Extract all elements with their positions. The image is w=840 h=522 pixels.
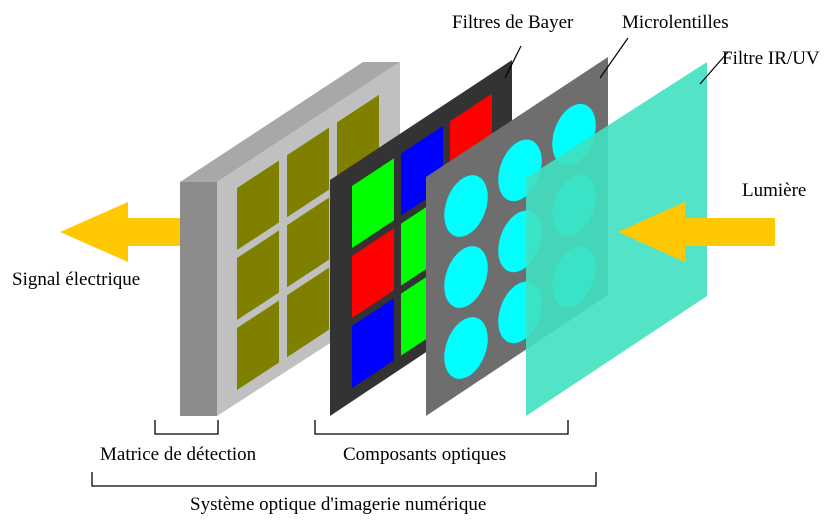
sensor-pixel xyxy=(287,127,329,218)
sensor-pixel xyxy=(237,230,279,320)
leader-line-microlenses xyxy=(599,37,629,79)
microlens xyxy=(444,175,488,237)
output-arrow xyxy=(60,202,182,262)
sensor-side-face xyxy=(180,182,217,416)
leader-line-ir-uv xyxy=(699,51,729,85)
bayer-cell xyxy=(352,298,394,388)
label-bayer-filters: Filtres de Bayer xyxy=(452,12,574,33)
microlens xyxy=(444,246,488,308)
microlens xyxy=(444,317,488,379)
label-light: Lumière xyxy=(742,180,807,201)
bracket-detection-matrix xyxy=(154,420,219,435)
label-optical-components: Composants optiques xyxy=(343,444,507,465)
sensor-pixel xyxy=(237,160,279,250)
ir-uv-filter-plate xyxy=(526,62,707,416)
bracket-optical-components xyxy=(314,420,569,435)
label-microlenses: Microlentilles xyxy=(622,12,729,33)
leader-line-bayer xyxy=(504,45,522,79)
label-ir-uv-filter: Filtre IR/UV xyxy=(722,48,820,69)
bayer-cell xyxy=(352,158,394,248)
label-electrical-signal: Signal électrique xyxy=(12,269,141,290)
label-detection-matrix: Matrice de détection xyxy=(100,444,257,465)
label-digital-imaging-system: Système optique d'imagerie numérique xyxy=(190,494,487,515)
sensor-pixel xyxy=(287,197,329,288)
bracket-system xyxy=(91,472,597,487)
sensor-top-face xyxy=(180,62,400,182)
input-arrow xyxy=(618,202,775,262)
sensor-pixel xyxy=(237,300,279,390)
bayer-cell xyxy=(352,228,394,318)
sensor-pixel xyxy=(287,267,329,358)
